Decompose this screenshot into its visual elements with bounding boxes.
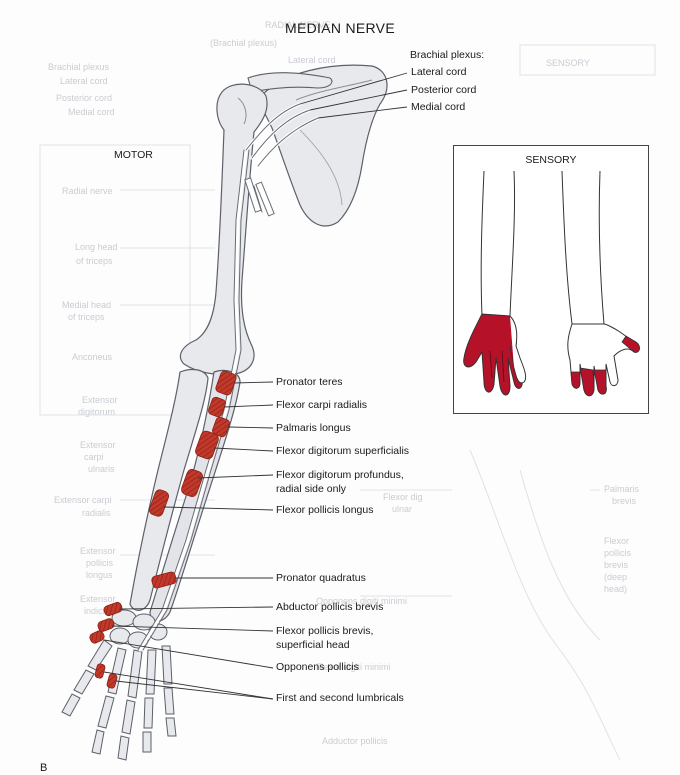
muscle-fpb <box>97 618 115 632</box>
label-pronator-quadratus: Pronator quadratus <box>276 572 366 584</box>
muscle-pronator-teres <box>215 370 237 396</box>
posterior-cord-label: Posterior cord <box>411 84 477 96</box>
ghost-text: pollicis <box>604 548 632 558</box>
lateral-cord-label: Lateral cord <box>411 66 467 78</box>
label-first-second-lumbricals: First and second lumbricals <box>276 692 404 704</box>
ghost-text: Extensor <box>82 395 118 405</box>
ghost-text: Brachial plexus <box>48 62 110 72</box>
label-pronator-teres: Pronator teres <box>276 376 343 388</box>
label-opponens-pollicis: Opponens pollicis <box>276 661 359 673</box>
ghost-text: (Brachial plexus) <box>210 38 278 48</box>
dorsal-sensory-tip <box>593 369 607 395</box>
ghost-text: brevis <box>612 496 637 506</box>
ghost-text: Flexor <box>604 536 630 546</box>
motor-label: MOTOR <box>114 149 153 161</box>
muscle-fpl <box>148 489 170 517</box>
label-flexor-carpi-radialis: Flexor carpi radialis <box>276 399 368 411</box>
label-flexor-pollicis-brevis: Flexor pollicis brevis, <box>276 625 374 637</box>
muscle-flexor-carpi-radialis <box>208 396 226 418</box>
ghost-text: head) <box>604 584 628 594</box>
ghost-text: Extensor carpi <box>54 495 112 505</box>
ghost-text: Flexor dig <box>383 492 423 502</box>
brachial-plexus-heading: Brachial plexus: <box>410 49 485 61</box>
dorsal-sensory-tip <box>621 335 640 353</box>
panel-letter: B <box>40 762 48 774</box>
ghost-text: of triceps <box>76 256 113 266</box>
ghost-text: digitorum <box>78 407 116 417</box>
muscle-palmaris-longus <box>212 416 230 438</box>
ghost-text: Adductor pollicis <box>322 736 388 746</box>
label-flexor-digitorum-superficialis: Flexor digitorum superficialis <box>276 445 410 457</box>
label-superficial-head: superficial head <box>276 639 350 651</box>
medial-cord-label: Medial cord <box>411 101 466 113</box>
label-palmaris-longus: Palmaris longus <box>276 422 351 434</box>
label-abductor-pollicis-brevis: Abductor pollicis brevis <box>276 601 384 613</box>
muscle-opponens <box>89 630 105 644</box>
ghost-text: Lateral cord <box>60 76 108 86</box>
ghost-text: of triceps <box>68 312 105 322</box>
ghost-text: indicis <box>84 606 110 616</box>
ghost-text: pollicis <box>86 558 114 568</box>
ghost-text: Extensor <box>80 546 116 556</box>
muscle-lumbrical-1 <box>94 663 106 679</box>
ghost-text: carpi <box>84 452 104 462</box>
scapula <box>260 64 388 227</box>
ghost-text: Long head <box>75 242 118 252</box>
ghost-text: SENSORY <box>546 58 590 68</box>
sensory-distribution-drawing <box>463 170 640 397</box>
muscle-lumbrical-2 <box>106 673 118 689</box>
sensory-panel: SENSORY <box>453 145 649 414</box>
sensory-label: SENSORY <box>525 154 577 166</box>
ghost-text: Opponens digiti minimi <box>316 596 408 606</box>
humerus <box>179 83 268 376</box>
ghost-text: Medial head <box>62 300 112 310</box>
ghost-text: ulnaris <box>88 464 115 474</box>
ghost-text: Lateral cord <box>288 55 336 65</box>
dorsal-sensory-tip <box>579 367 595 397</box>
ghost-text: longus <box>86 570 113 580</box>
ghost-text: (deep <box>604 572 628 582</box>
ghost-text: brevis <box>604 560 629 570</box>
muscle-apb <box>103 601 123 617</box>
muscle-fdp <box>181 469 203 497</box>
ghost-text: Anconeus <box>72 352 113 362</box>
ghost-text: Medial cord <box>68 107 115 117</box>
page-title: MEDIAN NERVE <box>285 20 395 36</box>
muscle-pronator-quadratus <box>151 571 177 589</box>
ghost-text: Extensor <box>80 594 116 604</box>
ghost-text: radialis <box>82 508 111 518</box>
label-radial-side-only: radial side only <box>276 483 347 495</box>
ghost-text: Posterior cord <box>56 93 113 103</box>
ghost-text: RADIAL NERVE <box>265 20 331 30</box>
ghost-text: ulnar <box>392 504 413 514</box>
label-flexor-digitorum-profundus: Flexor digitorum profundus, <box>276 469 404 481</box>
ghost-text: Extensor <box>80 440 116 450</box>
dorsal-sensory-tip <box>570 371 581 389</box>
label-flexor-pollicis-longus: Flexor pollicis longus <box>276 504 374 516</box>
ghost-text: Flexor digiti minimi <box>316 662 391 672</box>
ulna <box>129 368 209 611</box>
ghost-text: Radial nerve <box>62 186 113 196</box>
ghost-text: Palmaris <box>604 484 640 494</box>
